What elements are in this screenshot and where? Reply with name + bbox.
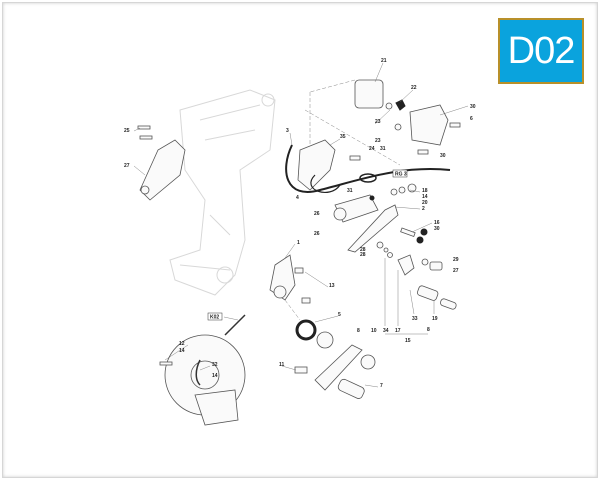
callout: 12 [179,341,185,347]
seal-and-washer [295,319,334,349]
frame-ghost-outline [169,89,276,296]
assembly-guide-lines [284,79,401,321]
callout: 7 [380,383,383,389]
callout: 33 [412,316,418,322]
callout: 26 [314,211,320,217]
callout: 8 [427,327,430,333]
callout: 19 [432,316,438,322]
callout: 24 [369,146,375,152]
callout: 20 [422,200,428,206]
callout: 5 [338,312,341,318]
callout: 6 [470,116,473,122]
callout: 35 [340,134,346,140]
callout: 34 [383,328,389,334]
callout: 28 [360,252,366,258]
callout: 23 [375,138,381,144]
callout: 31 [380,146,386,152]
callout: 17 [395,328,401,334]
footpeg-hanger-right [297,139,361,191]
callout: 30 [434,226,440,232]
footpeg-hanger-left [269,254,311,304]
callout: 29 [453,257,459,263]
reservoir-heat-guard [409,104,461,155]
master-cylinder [333,183,417,223]
callout: 27 [124,163,130,169]
leader-lines [133,62,469,388]
callout: 30 [470,104,476,110]
callout: 2 [422,206,425,212]
callout: 27 [453,268,459,274]
callout: 14 [212,373,218,379]
callout: 30 [440,153,446,159]
brake-pedal-linkage [347,204,428,253]
callout: K02 [210,315,219,321]
callout: 25 [124,128,130,134]
callout: 26 [314,231,320,237]
callout: 14 [422,194,428,200]
callout: 13 [329,283,335,289]
gear-shift-lever [294,344,376,399]
callout: 18 [422,188,428,194]
callout: 11 [279,362,285,368]
callout: 14 [179,348,185,354]
callout-box [207,312,223,321]
callout: 32 [212,362,218,368]
callout-box [392,169,408,178]
brake-hoses [285,144,451,194]
callout: 4 [296,195,299,201]
callout: 10 [371,328,377,334]
callout: 8 [357,328,360,334]
brake-reservoir [354,79,406,131]
callout: RG 3 [395,172,407,178]
callout-labels: 21 22 23 23 30 6 3 35 24 31 30 4 31 26 2… [124,58,476,389]
callout: 28 [360,247,366,253]
callout: 16 [434,220,440,226]
callout: 21 [381,58,387,64]
gear-lever-assembly [387,252,457,310]
callout: 1 [297,240,300,246]
heel-guard-bracket [137,125,186,201]
callout: 23 [375,119,381,125]
brake-disc-caliper [159,314,246,426]
callout: 31 [347,188,353,194]
callout: 15 [405,338,411,344]
callout: 3 [286,128,289,134]
diagram-code-badge: D02 [498,18,584,84]
callout: 22 [411,85,417,91]
